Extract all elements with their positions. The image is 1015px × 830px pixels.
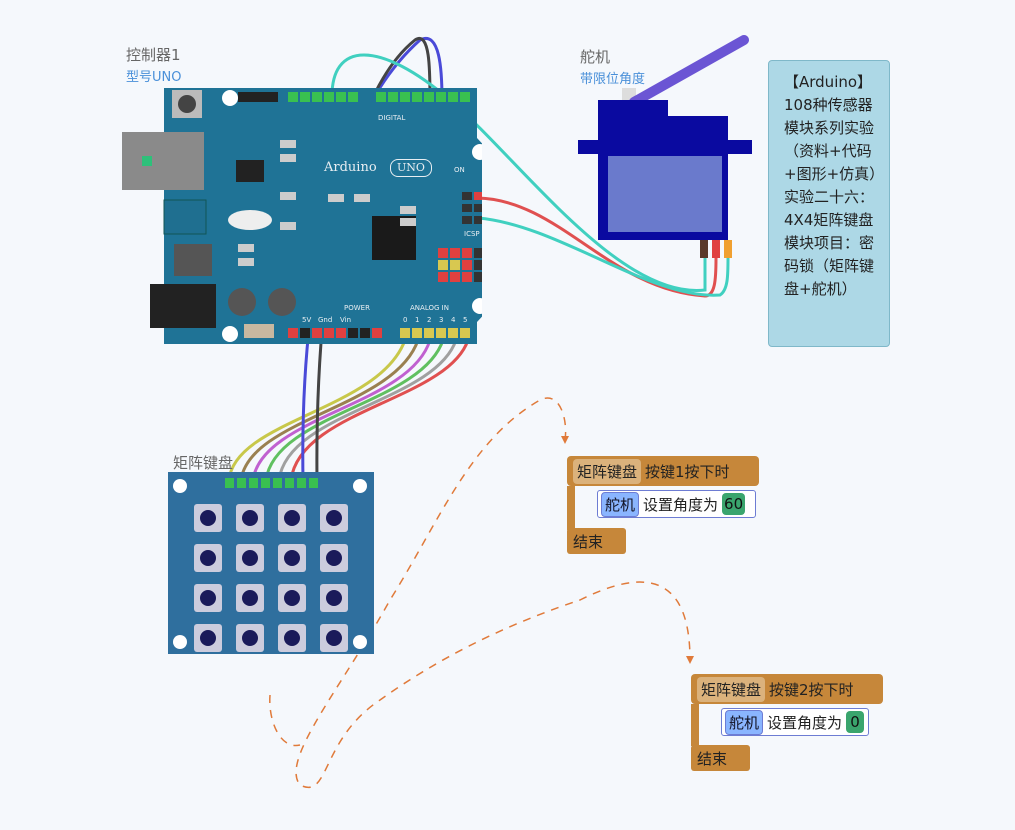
power-label: POWER — [344, 304, 370, 312]
flow-arrow-1 — [561, 436, 569, 444]
servo-component[interactable] — [578, 30, 754, 260]
event-trigger-text: 按键1按下时 — [645, 462, 730, 481]
end-block[interactable]: 结束 — [567, 528, 626, 554]
angle-value-input[interactable]: 0 — [846, 711, 865, 733]
end-block[interactable]: 结束 — [691, 745, 750, 771]
servo-device-pill: 舵机 — [725, 709, 764, 735]
power-pin-5v: 5V — [302, 316, 312, 324]
power-pin-gnd: Gnd — [318, 316, 333, 324]
keypad-key-6[interactable] — [236, 544, 264, 576]
event-trigger-text: 按键2按下时 — [769, 680, 854, 699]
board-brand: Arduino — [324, 160, 377, 175]
board-uno-logo: UNO — [390, 159, 432, 177]
servo-set-angle-block[interactable]: 舵机 设置角度为 60 — [597, 490, 756, 518]
analog-label: ANALOG IN — [410, 304, 449, 312]
event-device-pill: 矩阵键盘 — [573, 458, 642, 484]
analog-pin-3: 3 — [439, 316, 444, 324]
event-header[interactable]: 矩阵键盘 按键1按下时 — [567, 456, 759, 486]
controller-model: 型号UNO — [126, 70, 182, 85]
flow-line-tail — [269, 694, 301, 747]
keypad-key-8[interactable] — [320, 544, 348, 576]
event-device-pill: 矩阵键盘 — [697, 676, 766, 702]
keypad-key-11[interactable] — [278, 584, 306, 616]
keypad-key-14[interactable] — [236, 624, 264, 656]
set-angle-text: 设置角度为 — [767, 713, 843, 732]
angle-value-input[interactable]: 60 — [722, 493, 746, 515]
arduino-board[interactable]: Arduino UNO DIGITAL POWER ANALOG IN ICSP… — [122, 88, 490, 344]
keypad-title: 矩阵键盘 — [173, 454, 234, 472]
keypad-key-12[interactable] — [320, 584, 348, 616]
digital-label: DIGITAL — [378, 114, 406, 122]
event-arm — [691, 704, 699, 746]
servo-subtitle: 带限位角度 — [580, 72, 646, 87]
servo-set-angle-block[interactable]: 舵机 设置角度为 0 — [721, 708, 869, 736]
power-pin-vin: Vin — [340, 316, 352, 324]
keypad-key-16[interactable] — [320, 624, 348, 656]
event-arm — [567, 486, 575, 530]
matrix-keypad[interactable] — [168, 472, 374, 654]
keypad-key-3[interactable] — [278, 504, 306, 536]
event-header[interactable]: 矩阵键盘 按键2按下时 — [691, 674, 883, 704]
servo-graphic — [578, 35, 752, 258]
keypad-key-9[interactable] — [194, 584, 222, 616]
controller-title: 控制器1 — [126, 46, 181, 64]
arduino-board-graphic — [122, 88, 490, 344]
flow-line — [295, 397, 691, 788]
keypad-key-2[interactable] — [236, 504, 264, 536]
keypad-key-5[interactable] — [194, 544, 222, 576]
flow-arrow-2 — [686, 656, 694, 664]
analog-pin-1: 1 — [415, 316, 420, 324]
analog-pin-2: 2 — [427, 316, 432, 324]
icsp-label: ICSP — [464, 230, 480, 238]
keypad-key-15[interactable] — [278, 624, 306, 656]
keypad-graphic — [173, 478, 367, 649]
keypad-key-7[interactable] — [278, 544, 306, 576]
servo-title: 舵机 — [580, 48, 611, 66]
set-angle-text: 设置角度为 — [643, 495, 719, 514]
analog-pin-4: 4 — [451, 316, 456, 324]
analog-pin-5: 5 — [463, 316, 468, 324]
keypad-key-1[interactable] — [194, 504, 222, 536]
keypad-key-4[interactable] — [320, 504, 348, 536]
experiment-note[interactable]: 【Arduino】108种传感器模块系列实验（资料+代码+图形+仿真）实验二十六… — [768, 60, 890, 347]
servo-device-pill: 舵机 — [601, 491, 640, 517]
on-led-label: ON — [454, 166, 465, 174]
keypad-key-13[interactable] — [194, 624, 222, 656]
analog-pin-0: 0 — [403, 316, 408, 324]
keypad-key-10[interactable] — [236, 584, 264, 616]
